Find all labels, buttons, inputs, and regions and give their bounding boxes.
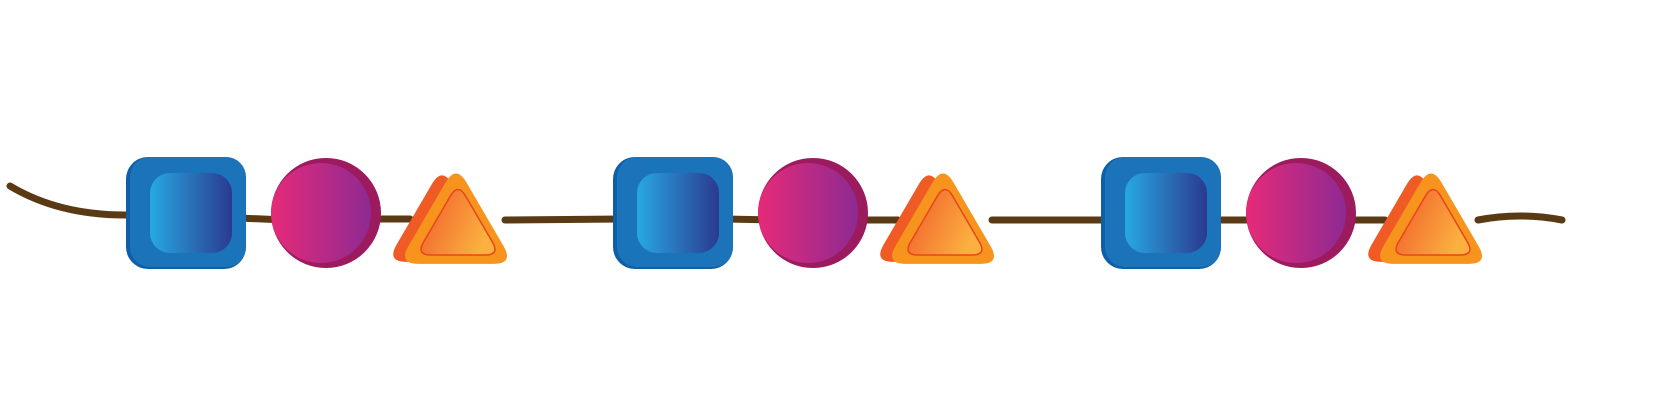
string-right-end xyxy=(1474,212,1566,224)
triangle-bead xyxy=(393,173,508,264)
square-bead xyxy=(126,157,246,269)
bead-sequence xyxy=(126,157,1483,269)
round-bead xyxy=(271,158,381,268)
triangle-bead xyxy=(1368,173,1483,264)
string-link xyxy=(501,215,626,224)
round-bead xyxy=(758,158,868,268)
square-bead xyxy=(1101,157,1221,269)
round-bead xyxy=(1246,158,1356,268)
square-bead xyxy=(613,157,733,269)
string-left-end xyxy=(6,182,134,219)
triangle-bead xyxy=(880,173,995,264)
